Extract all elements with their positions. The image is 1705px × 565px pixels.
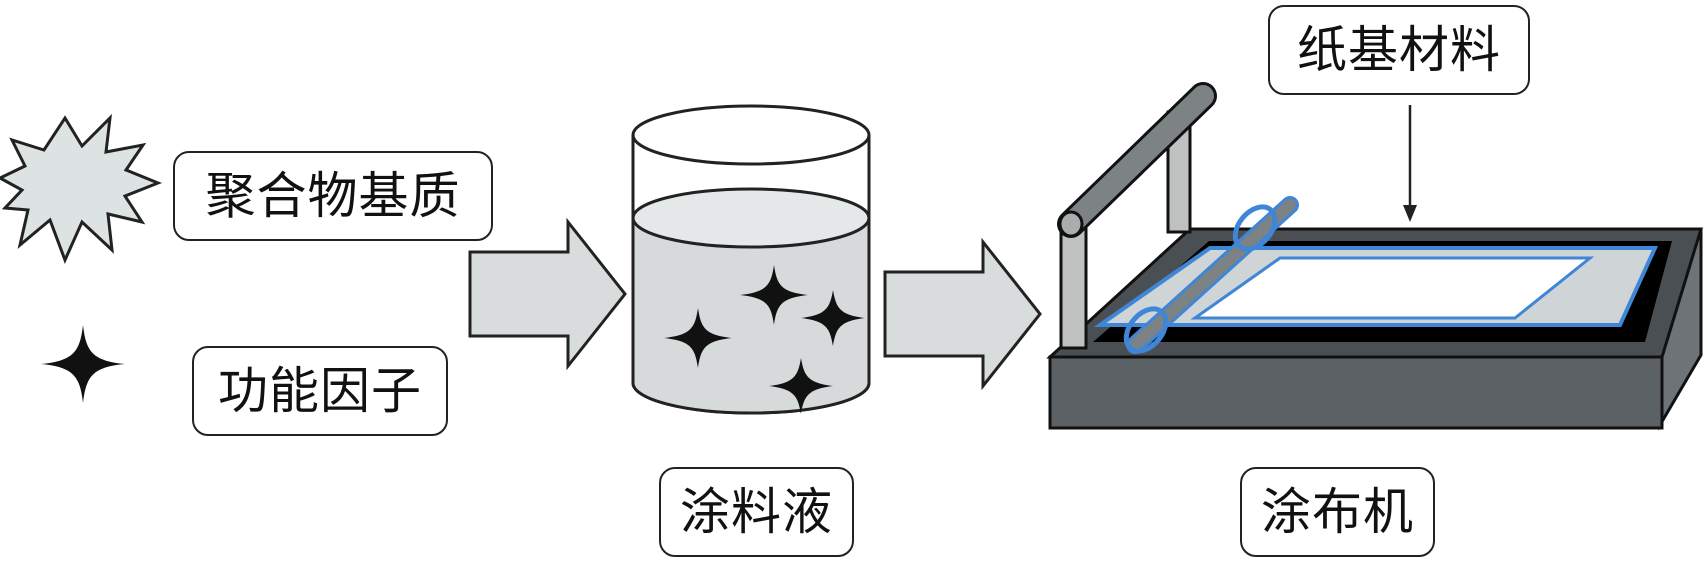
process-arrow-2	[883, 237, 1042, 391]
polymer-matrix-burst-icon	[0, 113, 163, 264]
coating-liquid-beaker	[631, 104, 871, 415]
particle-star-icon	[801, 290, 865, 346]
paper-substrate-label: 纸基材料	[1268, 5, 1530, 95]
polymer-matrix-label: 聚合物基质	[173, 151, 493, 241]
guide-post	[1059, 226, 1088, 350]
particle-star-icon	[664, 308, 732, 368]
functional-factor-star-icon	[41, 325, 125, 403]
coating-machine-label: 涂布机	[1240, 467, 1435, 557]
coating-liquid-label: 涂料液	[659, 467, 854, 557]
handle-end-cap	[1058, 210, 1084, 238]
particle-star-icon	[769, 358, 833, 414]
coating-machine-illustration	[1046, 82, 1704, 431]
functional-factor-label: 功能因子	[192, 346, 448, 436]
process-arrow-1	[468, 217, 627, 371]
paper-pointer-arrow	[1403, 105, 1417, 222]
particle-star-icon	[740, 265, 808, 325]
